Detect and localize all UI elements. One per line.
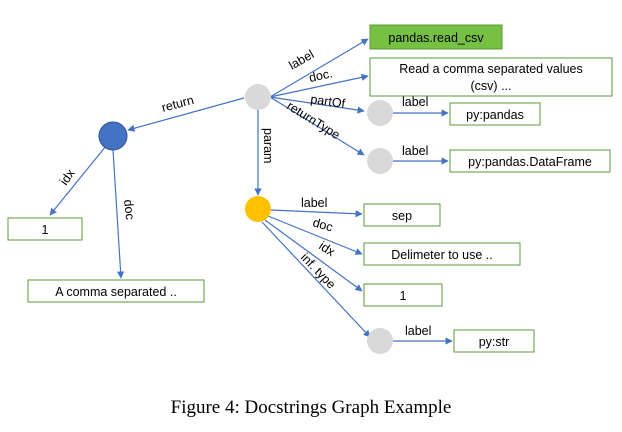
edge-label-label-1: label (287, 47, 317, 72)
delimiter-box (363, 242, 521, 266)
ret-idx-text: 1 (42, 223, 49, 237)
sep-text: sep (392, 209, 412, 223)
root-node (245, 84, 271, 110)
py-str-text: py:str (479, 335, 510, 349)
py-dataframe-box (449, 149, 611, 173)
edge-return-idx (49, 145, 107, 216)
edge-label-inftype: inf. type (298, 250, 339, 291)
return-node (98, 121, 128, 151)
edge-label-return: return (160, 93, 195, 115)
edge-label-returntype-label: label (402, 144, 428, 158)
py-str-box (453, 329, 535, 353)
edge-param-inftype (261, 221, 371, 338)
edge-label-partof: partOf (310, 92, 347, 111)
edge-root-partof (269, 96, 365, 114)
edge-param-label (270, 209, 363, 218)
edge-label-doc-1: doc. (308, 66, 334, 85)
edge-root-return (127, 97, 245, 132)
edge-root-name (269, 38, 369, 98)
delimiter-text: Delimeter to use .. (391, 248, 492, 262)
edge-return-doc (112, 149, 125, 279)
edge-label-label-param: label (301, 196, 327, 210)
name-box (369, 24, 503, 50)
edge-label-idx-param: idx (316, 239, 338, 260)
figure-caption: Figure 4: Docstrings Graph Example (171, 397, 452, 418)
py-pandas-text: py:pandas (466, 108, 524, 122)
edge-label-partof-label: label (402, 95, 428, 109)
edge-label-inftype-label: label (405, 324, 431, 338)
ret-doc-box (27, 279, 205, 303)
doc-box (369, 57, 613, 97)
py-pandas-box (449, 102, 541, 126)
doc-box-line2: (csv) ... (471, 79, 512, 93)
ret-doc-text: A comma separated .. (55, 285, 177, 299)
name-box-text: pandas.read_csv (388, 31, 484, 45)
edge-param-doc (267, 215, 363, 255)
edge-root-doc (269, 73, 369, 98)
py-dataframe-text: py:pandas.DataFrame (468, 155, 592, 169)
edge-root-returntype (269, 96, 365, 156)
edge-label-param: param (261, 128, 275, 163)
edge-param-idx (264, 219, 363, 292)
sep-box (363, 203, 441, 227)
doc-box-line1: Read a comma separated values (399, 62, 582, 76)
inftype-node (367, 328, 393, 354)
ret-idx-box (7, 217, 83, 241)
param-node (245, 196, 271, 222)
param-idx-text: 1 (400, 289, 407, 303)
returntype-node (367, 148, 393, 174)
edge-label-doc-return: doc (121, 199, 137, 221)
partof-node (367, 100, 393, 126)
param-idx-box (363, 283, 443, 307)
edge-label-doc-param: doc (311, 215, 334, 234)
